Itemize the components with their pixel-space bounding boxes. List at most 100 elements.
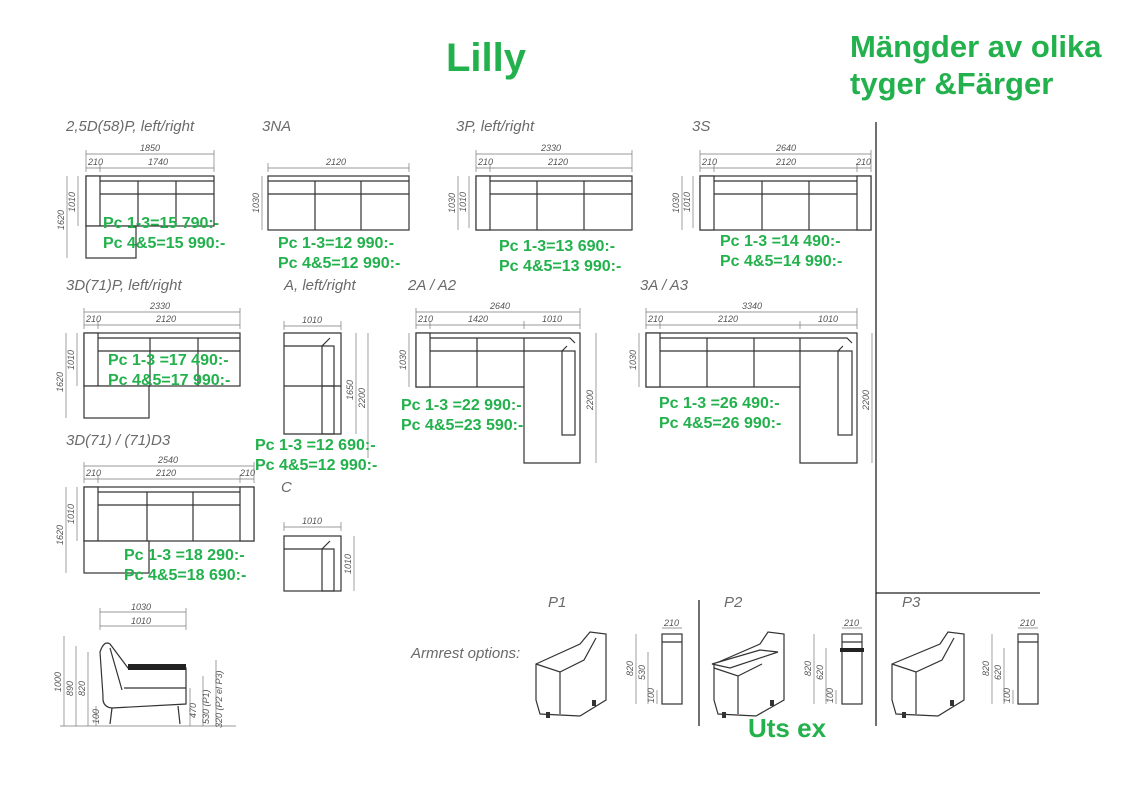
svg-text:210: 210 bbox=[1019, 618, 1035, 628]
svg-text:1010: 1010 bbox=[302, 516, 322, 526]
module-3d71p-drawing: 2330 210 2120 1620 1010 bbox=[55, 301, 241, 419]
svg-text:2120: 2120 bbox=[775, 157, 796, 167]
svg-text:1850: 1850 bbox=[140, 143, 160, 153]
price-m3na: Pc 1-3=12 990:- Pc 4&5=12 990:- bbox=[278, 234, 400, 274]
svg-text:2120: 2120 bbox=[547, 157, 568, 167]
svg-text:100: 100 bbox=[91, 709, 101, 724]
label-m3d71p: 3D(71)P, left/right bbox=[66, 277, 182, 294]
svg-text:820: 820 bbox=[77, 681, 87, 696]
price-m25d: Pc 1-3=15 790:- Pc 4&5=15 990:- bbox=[103, 214, 225, 254]
svg-text:1010: 1010 bbox=[131, 616, 151, 626]
price-line: Pc 1-3 =22 990:- bbox=[401, 397, 522, 414]
svg-text:2200: 2200 bbox=[585, 390, 595, 411]
price-line: Pc 4&5=18 690:- bbox=[124, 567, 247, 584]
label-armrest-options: Armrest options: bbox=[411, 645, 521, 662]
svg-text:2330: 2330 bbox=[540, 143, 561, 153]
promo-line-1: Mängder av olika bbox=[850, 29, 1102, 64]
svg-text:890: 890 bbox=[65, 681, 75, 696]
svg-text:2540: 2540 bbox=[157, 455, 178, 465]
price-line: Pc 4&5=26 990:- bbox=[659, 415, 782, 432]
module-2a-drawing: 2640 210 1420 1010 1030 2200 bbox=[398, 301, 597, 464]
price-m3d71p: Pc 1-3 =17 490:- Pc 4&5=17 990:- bbox=[108, 351, 230, 391]
label-m25d: 2,5D(58)P, left/right bbox=[66, 118, 195, 135]
armrest-p1-drawing: 210 820 530 100 bbox=[535, 618, 683, 718]
svg-text:1010: 1010 bbox=[66, 350, 76, 370]
price-m3s: Pc 1-3 =14 490:- Pc 4&5=14 990:- bbox=[720, 232, 842, 272]
svg-text:210: 210 bbox=[663, 618, 679, 628]
uts-ex-label: Uts ex bbox=[748, 713, 827, 743]
svg-text:1620: 1620 bbox=[56, 210, 66, 230]
promo-text: Mängder av olika tyger &Färger bbox=[850, 28, 1102, 102]
svg-text:820: 820 bbox=[981, 661, 991, 676]
svg-text:320 (P2 el P3): 320 (P2 el P3) bbox=[214, 670, 224, 728]
svg-text:820: 820 bbox=[625, 661, 635, 676]
price-line: Pc 4&5=12 990:- bbox=[255, 457, 378, 474]
svg-text:1010: 1010 bbox=[343, 554, 353, 574]
svg-text:100: 100 bbox=[825, 688, 835, 703]
svg-text:100: 100 bbox=[646, 688, 656, 703]
armrest-p2-drawing: 210 820 620 100 bbox=[711, 618, 864, 718]
label-m3d71d3: 3D(71) / (71)D3 bbox=[66, 432, 171, 449]
svg-text:2200: 2200 bbox=[861, 390, 871, 411]
svg-text:210: 210 bbox=[85, 468, 101, 478]
svg-text:1740: 1740 bbox=[148, 157, 168, 167]
svg-text:2120: 2120 bbox=[155, 468, 176, 478]
price-m3p: Pc 1-3=13 690:- Pc 4&5=13 990:- bbox=[499, 237, 621, 277]
svg-text:530 (P1): 530 (P1) bbox=[201, 689, 211, 724]
divider-lines bbox=[698, 122, 1040, 726]
label-m3p: 3P, left/right bbox=[456, 118, 535, 135]
svg-text:620: 620 bbox=[993, 665, 1003, 680]
svg-text:2200: 2200 bbox=[357, 388, 367, 409]
svg-text:620: 620 bbox=[815, 665, 825, 680]
svg-text:2640: 2640 bbox=[489, 301, 510, 311]
svg-text:2640: 2640 bbox=[775, 143, 796, 153]
price-m3d71d3: Pc 1-3 =18 290:- Pc 4&5=18 690:- bbox=[124, 546, 246, 586]
svg-text:210: 210 bbox=[477, 157, 493, 167]
module-3p-drawing: 2330 210 2120 1030 1010 bbox=[447, 143, 633, 231]
price-ma: Pc 1-3 =12 690:- Pc 4&5=12 990:- bbox=[255, 436, 377, 476]
promo-line-2: tyger &Färger bbox=[850, 66, 1054, 101]
page-title: Lilly bbox=[446, 36, 527, 80]
module-3a-drawing: 3340 210 2120 1010 1030 2200 bbox=[628, 301, 873, 464]
svg-text:1030: 1030 bbox=[251, 193, 261, 213]
label-p2: P2 bbox=[724, 594, 743, 611]
svg-text:210: 210 bbox=[701, 157, 717, 167]
svg-text:1010: 1010 bbox=[66, 504, 76, 524]
svg-text:1010: 1010 bbox=[818, 314, 838, 324]
price-m2a: Pc 1-3 =22 990:- Pc 4&5=23 590:- bbox=[401, 396, 523, 436]
svg-text:2120: 2120 bbox=[155, 314, 176, 324]
svg-text:2120: 2120 bbox=[325, 157, 346, 167]
module-3d71d3-drawing: 2540 210 2120 210 1620 1010 bbox=[55, 455, 255, 574]
svg-text:3340: 3340 bbox=[742, 301, 762, 311]
svg-text:1030: 1030 bbox=[671, 193, 681, 213]
svg-text:210: 210 bbox=[417, 314, 433, 324]
price-line: Pc 4&5=17 990:- bbox=[108, 372, 231, 389]
price-line: Pc 1-3=12 990:- bbox=[278, 235, 395, 252]
price-line: Pc 4&5=12 990:- bbox=[278, 255, 401, 272]
label-m3a: 3A / A3 bbox=[640, 277, 689, 294]
price-line: Pc 4&5=14 990:- bbox=[720, 253, 843, 270]
price-line: Pc 1-3 =12 690:- bbox=[255, 437, 376, 454]
label-p3: P3 bbox=[902, 594, 921, 611]
price-line: Pc 1-3=15 790:- bbox=[103, 215, 220, 232]
svg-text:1030: 1030 bbox=[131, 602, 151, 612]
svg-text:1420: 1420 bbox=[468, 314, 488, 324]
module-a-drawing: 1010 1650 2200 bbox=[283, 315, 369, 458]
svg-text:820: 820 bbox=[803, 661, 813, 676]
price-line: Pc 4&5=15 990:- bbox=[103, 235, 226, 252]
svg-text:210: 210 bbox=[647, 314, 663, 324]
svg-text:2330: 2330 bbox=[149, 301, 170, 311]
svg-text:1030: 1030 bbox=[628, 350, 638, 370]
price-line: Pc 1-3=13 690:- bbox=[499, 238, 616, 255]
svg-text:530: 530 bbox=[637, 665, 647, 680]
svg-text:1620: 1620 bbox=[55, 372, 65, 392]
svg-text:100: 100 bbox=[1002, 688, 1012, 703]
label-m2a: 2A / A2 bbox=[408, 277, 457, 294]
price-line: Pc 1-3 =26 490:- bbox=[659, 395, 780, 412]
svg-text:210: 210 bbox=[85, 314, 101, 324]
svg-text:1620: 1620 bbox=[55, 525, 65, 545]
label-mc: C bbox=[281, 479, 292, 496]
label-ma: A, left/right bbox=[284, 277, 356, 294]
svg-text:1000: 1000 bbox=[53, 672, 63, 692]
